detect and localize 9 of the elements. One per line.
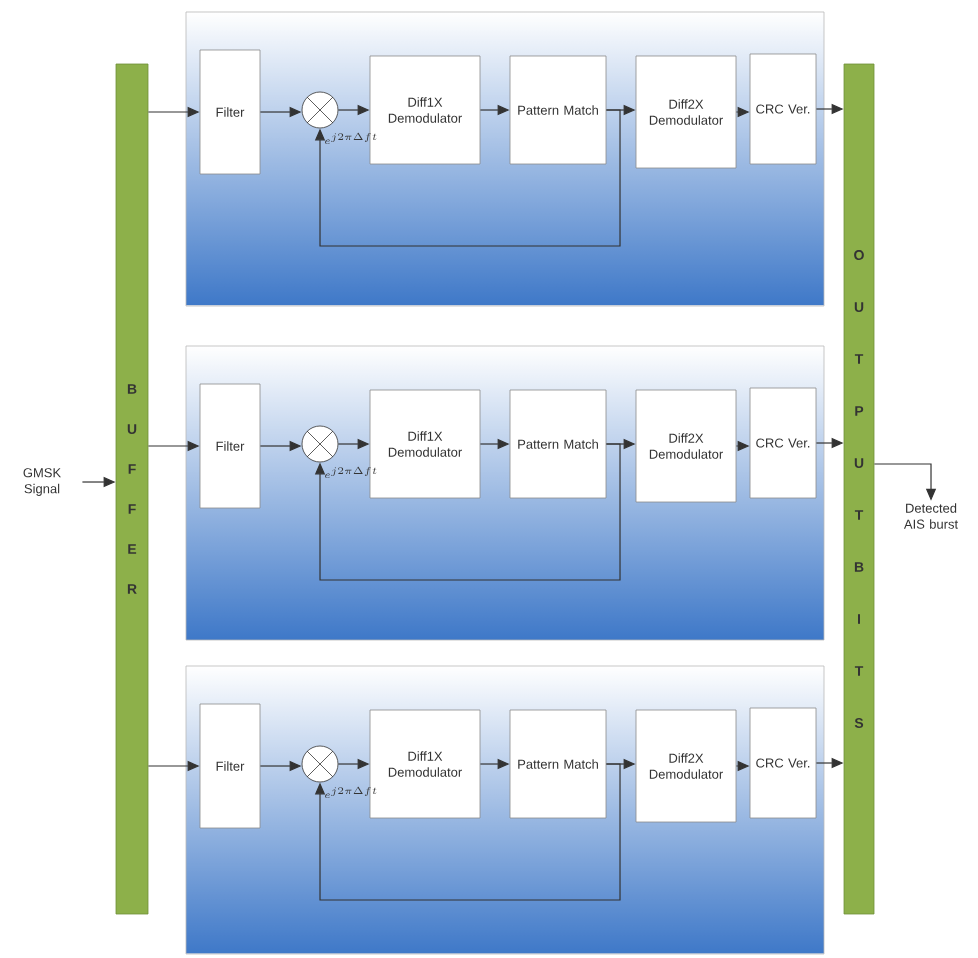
exponent-label: $e^{j2\pi\Delta f t}$ <box>325 786 377 799</box>
arrow <box>314 109 621 247</box>
exponent-label: $e^{j2\pi\Delta f t}$ <box>325 132 377 145</box>
arrow <box>314 763 621 901</box>
mixer-symbol <box>301 91 339 129</box>
mixer-symbol <box>301 425 339 463</box>
arrow <box>314 443 621 581</box>
exponent-label: $e^{j2\pi\Delta f t}$ <box>325 466 377 479</box>
mixer-symbol <box>301 745 339 783</box>
